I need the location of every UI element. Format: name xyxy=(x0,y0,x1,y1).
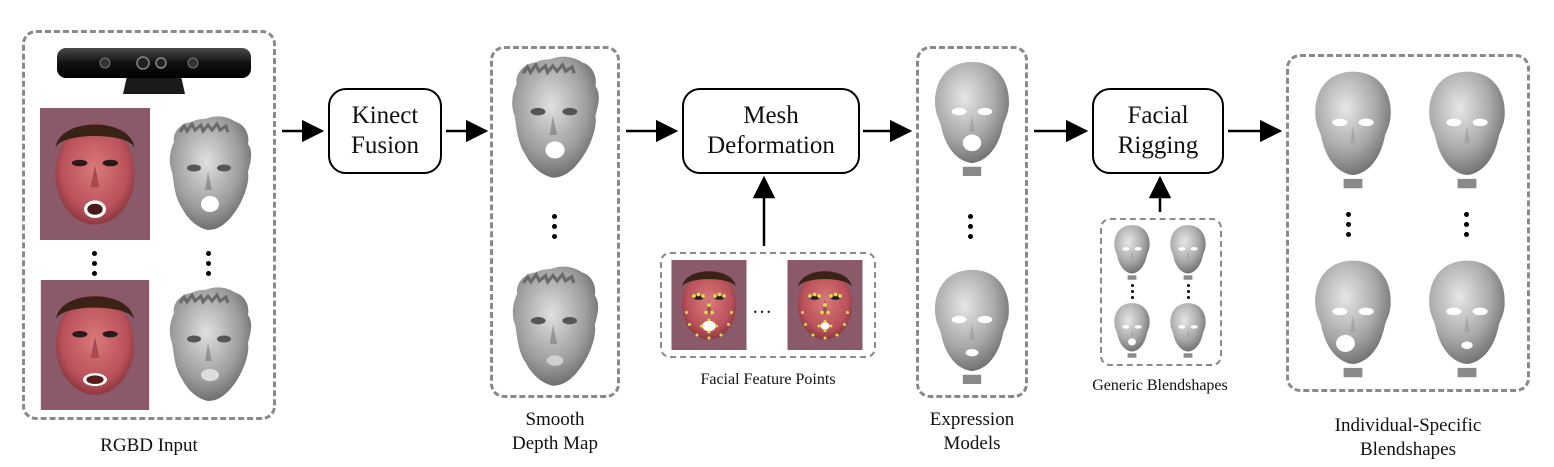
depth-scan-top xyxy=(168,114,253,232)
individual-ellipsis-right xyxy=(1464,212,1469,237)
facial-rigging-box: Facial Rigging xyxy=(1092,88,1224,174)
generic-head-4 xyxy=(1170,303,1206,358)
individual-head-3 xyxy=(1315,260,1391,378)
caption-smooth-depth-map-line1: Smooth xyxy=(525,409,585,430)
individual-head-2 xyxy=(1429,71,1505,189)
smooth-depth-map-panel xyxy=(490,46,620,398)
rgbd-ellipsis-right xyxy=(206,251,211,276)
rgbd-input-panel xyxy=(22,30,276,420)
caption-smooth-depth-map-line2: Depth Map xyxy=(511,432,598,454)
caption-expression-models-line1: Expression xyxy=(929,409,1015,430)
rgb-face-photo-top xyxy=(40,108,150,240)
smooth-depth-scan-top xyxy=(510,55,601,180)
caption-rgbd-input: RGBD Input xyxy=(100,435,198,456)
individual-blendshapes-panel xyxy=(1286,54,1530,392)
expression-ellipsis xyxy=(968,214,973,239)
feature-points-photo-right xyxy=(787,260,863,350)
facial-feature-points-panel xyxy=(660,252,876,358)
caption-individual-blendshapes-line2: Blendshapes xyxy=(1359,438,1457,460)
feature-points-photo-left xyxy=(671,260,747,350)
rgb-face-photo-bottom xyxy=(40,280,150,410)
individual-head-4 xyxy=(1429,260,1505,378)
generic-ellipsis-left xyxy=(1131,284,1134,299)
caption-generic-blendshapes: Generic Blendshapes xyxy=(1092,377,1228,394)
caption-expression-models: Expression Models xyxy=(900,408,1044,456)
feature-points-ellipsis: … xyxy=(752,296,772,318)
caption-individual-blendshapes: Individual-Specific Blendshapes xyxy=(1300,414,1516,462)
expression-models-panel xyxy=(916,46,1028,398)
caption-expression-models-line2: Models xyxy=(943,432,1001,454)
generic-head-1 xyxy=(1114,225,1150,280)
individual-ellipsis-left xyxy=(1346,212,1351,237)
generic-blendshapes-panel xyxy=(1100,218,1222,366)
mesh-deformation-label-line1: Mesh xyxy=(743,102,799,129)
expression-head-top xyxy=(935,61,1009,176)
facial-rigging-label-line2: Rigging xyxy=(1117,132,1199,159)
caption-individual-blendshapes-line1: Individual-Specific xyxy=(1334,415,1482,436)
kinect-fusion-box: Kinect Fusion xyxy=(328,88,442,174)
generic-head-3 xyxy=(1114,303,1150,358)
kinect-fusion-label-line2: Fusion xyxy=(350,132,420,159)
caption-smooth-depth-map: Smooth Depth Map xyxy=(480,408,630,456)
smooth-depth-scan-bottom xyxy=(511,264,600,388)
mesh-deformation-box: Mesh Deformation xyxy=(682,88,860,174)
mesh-deformation-label-line2: Deformation xyxy=(707,132,835,159)
generic-ellipsis-right xyxy=(1187,284,1190,299)
individual-head-1 xyxy=(1315,71,1391,189)
kinect-sensor-image xyxy=(57,48,251,94)
depth-map-ellipsis xyxy=(552,214,557,239)
caption-facial-feature-points: Facial Feature Points xyxy=(700,371,836,388)
facial-rigging-label-line1: Facial xyxy=(1127,102,1189,129)
kinect-fusion-label-line1: Kinect xyxy=(351,102,419,129)
expression-head-bottom xyxy=(935,269,1009,384)
rgbd-ellipsis-left xyxy=(92,251,97,276)
depth-scan-bottom xyxy=(168,285,253,403)
generic-head-2 xyxy=(1170,225,1206,280)
